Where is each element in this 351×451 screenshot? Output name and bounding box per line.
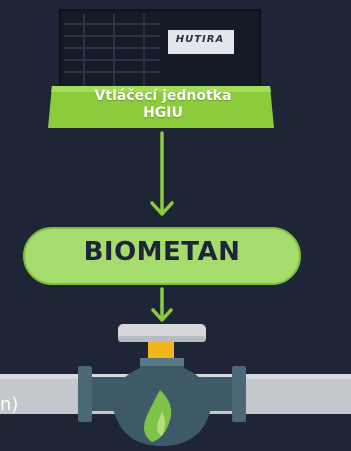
down-arrow-icon [151, 287, 173, 322]
biometan-pill [23, 227, 301, 285]
injection-unit-label-line1: Vtláčecí jednotka [94, 88, 232, 104]
flame-icon [144, 390, 172, 442]
unit-ventilation-slats [64, 14, 160, 88]
flame-inner [157, 412, 165, 436]
injection-unit-label-line2: HGIU [143, 105, 183, 121]
injection-unit [48, 9, 274, 128]
valve-flange-left [78, 366, 92, 422]
down-arrow-icon [150, 131, 174, 216]
brand-plate [168, 30, 234, 54]
valve-flange-right [232, 366, 246, 422]
brand-logo: HUTIRA [175, 34, 225, 45]
biometan-label: BIOMETAN [83, 237, 241, 267]
unit-green-base [48, 86, 274, 128]
unit-green-base-highlight [51, 86, 271, 92]
pipeline-label: n) [0, 394, 19, 415]
valve-handwheel-shadow [118, 336, 206, 342]
valve-stem [148, 340, 174, 360]
valve-bonnet-top [140, 358, 184, 366]
injection-unit-label: Vtláčecí jednotka HGIU [48, 88, 278, 122]
